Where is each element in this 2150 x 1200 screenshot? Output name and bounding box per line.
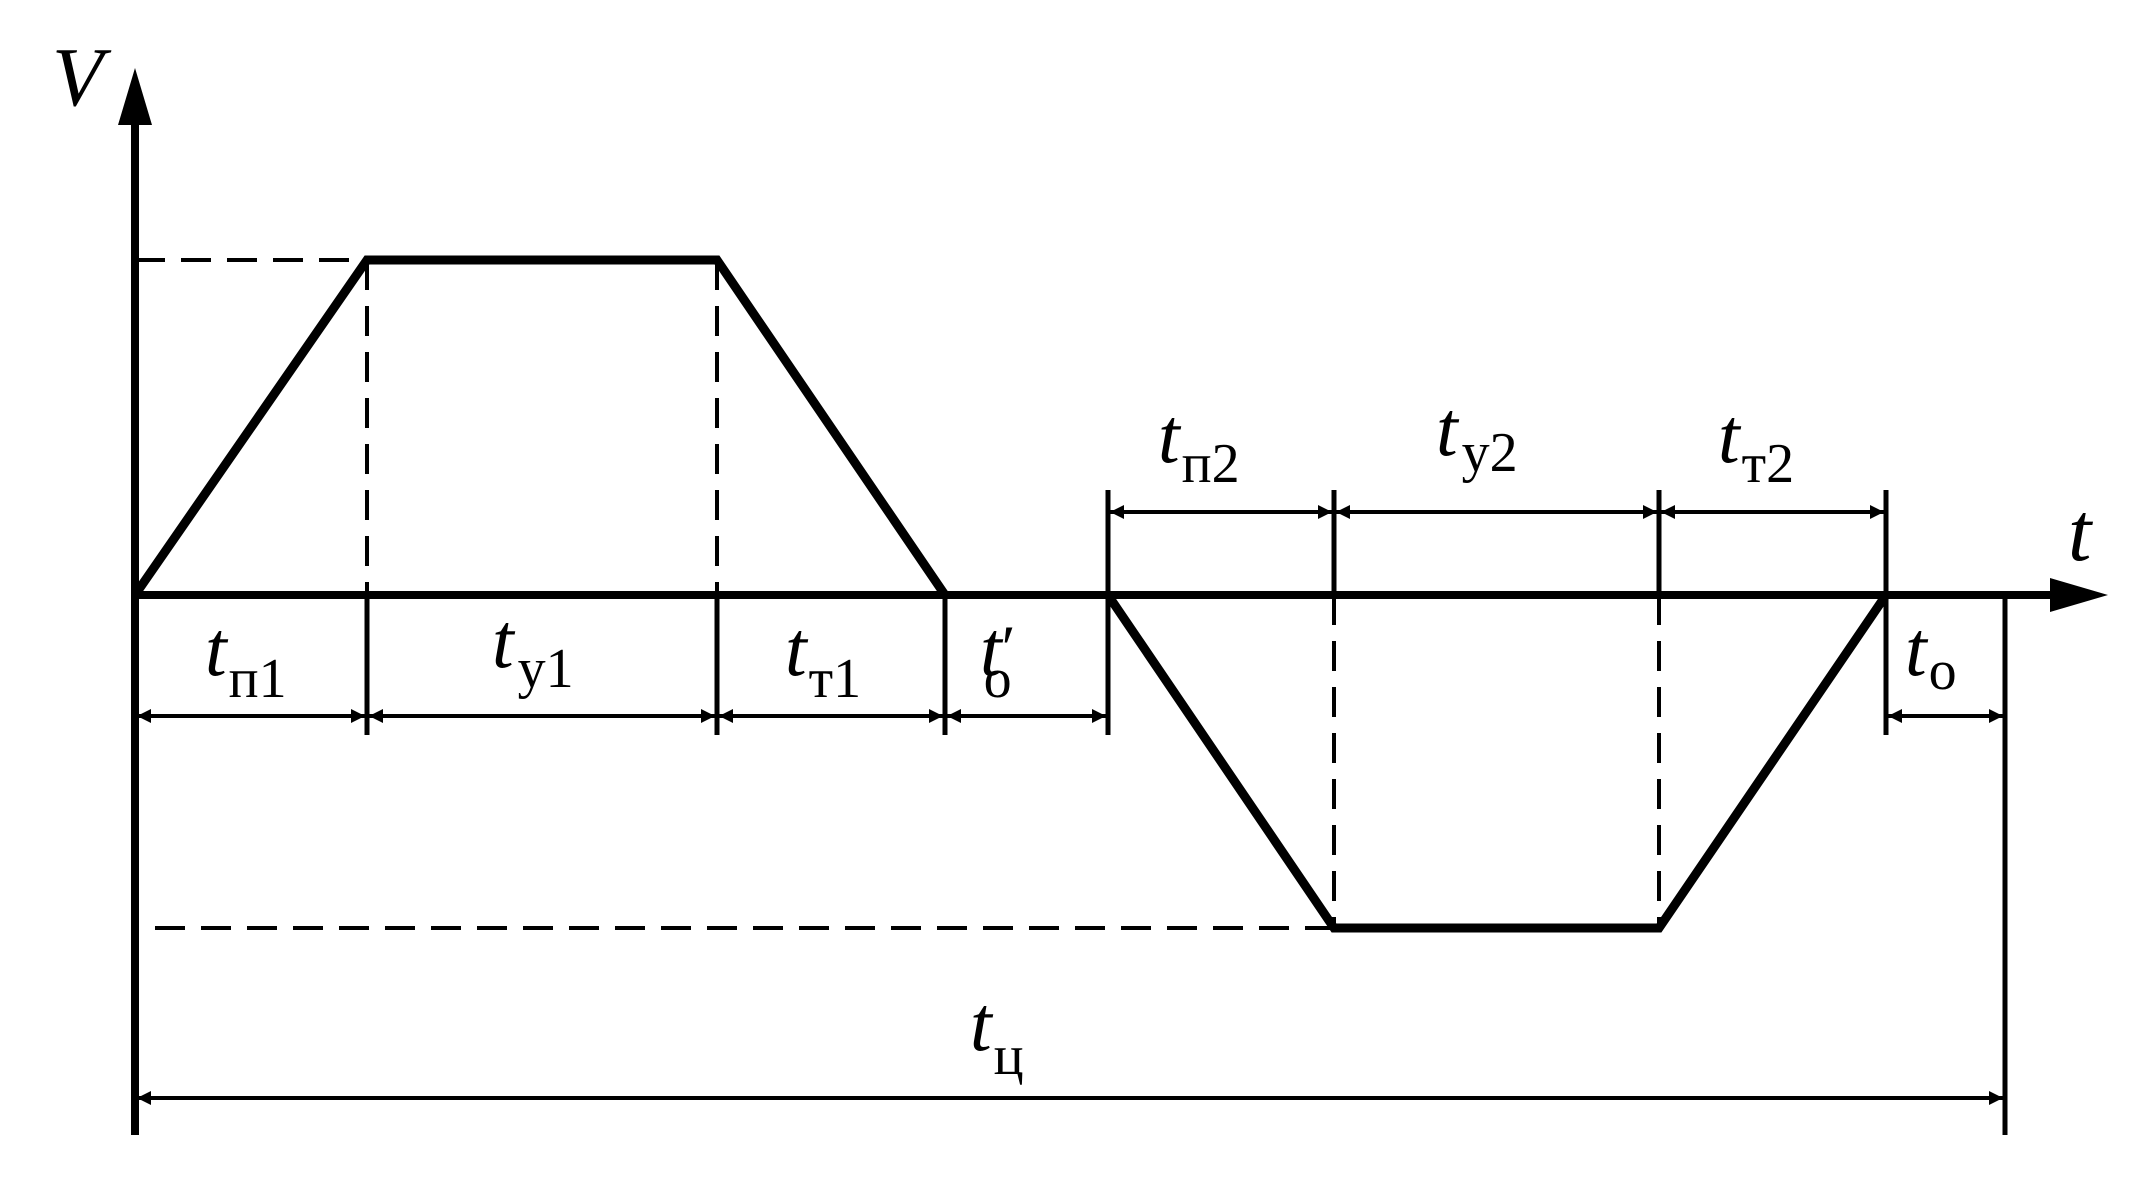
label-tt1-main: t [785,605,809,692]
label-ty1-main: t [492,597,516,684]
label-to-prime: t′о [980,605,1013,710]
label-to: tо [1905,605,1957,702]
label-to-sub: о [1929,640,1957,702]
label-tp2: tп2 [1158,392,1240,495]
label-tp1-sub: п1 [229,648,287,710]
label-tp2-sub: п2 [1182,433,1240,495]
label-to-prime-sub: о [984,648,1012,710]
label-tp1: tп1 [205,605,287,710]
label-ty1-sub: у1 [518,638,574,700]
extension-lines [364,490,2008,1135]
label-tp2-main: t [1158,392,1182,479]
label-ty2-main: t [1436,385,1460,472]
label-tp1-main: t [205,605,229,692]
label-ty2-sub: у2 [1462,422,1518,484]
label-ty2: tу2 [1436,385,1518,484]
label-to-main: t [1905,605,1929,692]
label-tt2-main: t [1718,392,1742,479]
label-to-prime-main: t [980,605,1004,692]
velocity-profile [131,255,1890,933]
t-axis-label: t [2068,486,2094,579]
v-axis-arrowhead [118,68,152,125]
label-tc-main: t [970,980,994,1067]
label-tt1: tт1 [785,605,861,710]
label-tt2: tт2 [1718,392,1794,495]
label-tt2-sub: т2 [1742,433,1794,495]
v-axis-label: V [52,31,112,124]
axes [118,68,2108,1135]
label-ty1: tу1 [492,597,574,700]
guide-lines [135,258,1661,930]
negative-trapezoid [1104,592,1890,933]
t-axis-arrowhead [2050,578,2108,612]
label-tc-sub: ц [994,1025,1024,1087]
label-tt1-sub: т1 [809,648,861,710]
positive-trapezoid [131,255,949,598]
dimension-arrows [137,505,2003,1105]
label-tc: tц [970,980,1024,1087]
label-to-prime-mark: ′ [998,612,1013,683]
